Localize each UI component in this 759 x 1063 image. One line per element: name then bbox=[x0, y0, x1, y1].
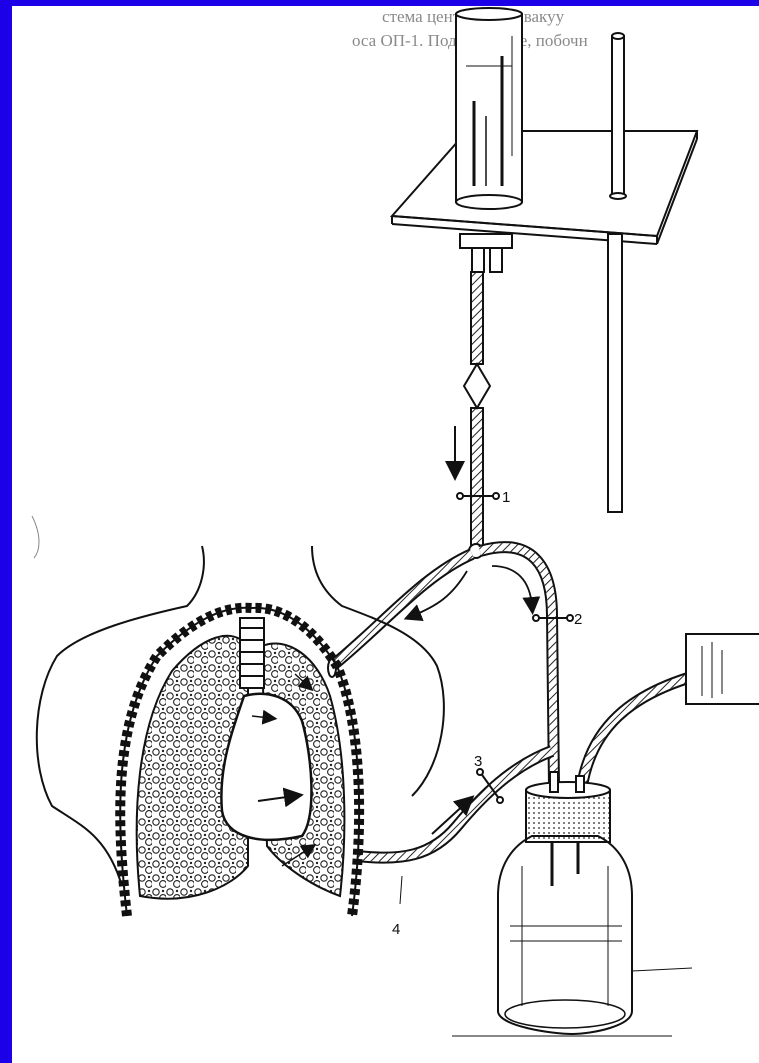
trachea bbox=[240, 618, 264, 688]
pencil-mark bbox=[32, 516, 39, 558]
label-4: 4 bbox=[392, 921, 400, 938]
leader-line-4 bbox=[400, 876, 402, 904]
illustration-sheet: стема центральной вакуу оса ОП-1. Подклю… bbox=[12, 6, 759, 1063]
vacuum-source-box bbox=[686, 634, 759, 704]
infusion-line bbox=[464, 272, 490, 548]
label-3: 3 bbox=[474, 753, 482, 770]
label-1: 1 bbox=[502, 489, 510, 506]
flow-arrow-right bbox=[492, 566, 532, 606]
collection-bottle bbox=[498, 772, 632, 1034]
vacuum-tube bbox=[582, 678, 688, 786]
stand bbox=[392, 33, 697, 512]
label-2: 2 bbox=[574, 611, 582, 628]
drainage-apparatus-diagram: стема центральной вакуу оса ОП-1. Подклю… bbox=[12, 6, 759, 1063]
reservoir-cylinder bbox=[456, 8, 522, 209]
outlet-fitting bbox=[460, 234, 512, 272]
